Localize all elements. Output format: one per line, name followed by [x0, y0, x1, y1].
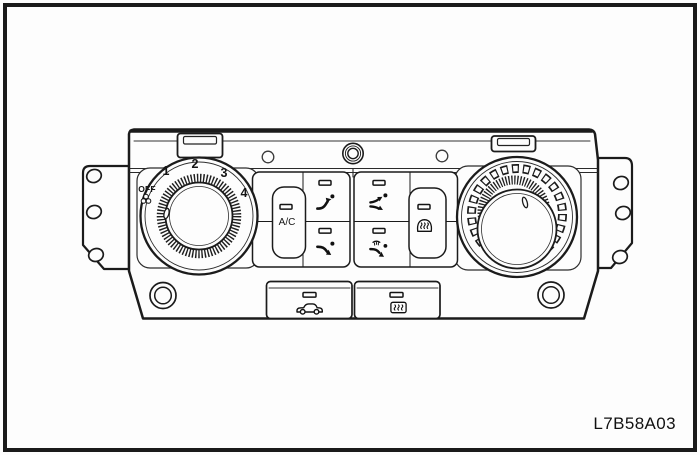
airflow-face-icon [316, 194, 335, 210]
front-defrost-icon [416, 219, 433, 232]
recirculation-car-icon [296, 303, 323, 315]
front-defrost-button [408, 187, 447, 259]
recirculation-indicator-lamp [302, 291, 317, 298]
fan-icon [140, 193, 152, 204]
fan-off-label: OFF [138, 183, 156, 194]
strip-hole-right [435, 149, 449, 163]
ac-button-label: A/C [278, 217, 296, 228]
temperature-knob [455, 155, 579, 279]
fan-speed-label-1: 1 [162, 163, 170, 178]
front-defrost-indicator-lamp [417, 203, 431, 210]
rear-defrost-icon [390, 301, 407, 314]
recirculation-button [265, 280, 353, 320]
knob-pointer-mark [521, 196, 529, 209]
center-bolt [341, 142, 364, 165]
figure-code-label: L7B58A03 [593, 414, 676, 433]
mode-indicator-lamps [318, 179, 386, 234]
strip-hole-left [261, 150, 275, 164]
rear-defrost-indicator-lamp [389, 291, 404, 298]
fan-speed-label-4: 4 [240, 185, 248, 200]
fan-speed-knob [139, 156, 259, 276]
screw-bosses [149, 281, 565, 310]
airflow-floor-icon [316, 241, 335, 255]
bracket-holes [85, 168, 632, 265]
fan-speed-label-2: 2 [191, 156, 199, 171]
airflow-floor-defrost-icon [369, 240, 388, 257]
ac-button [271, 186, 307, 259]
rear-defrost-button [353, 280, 441, 320]
knob-pointer-mark [163, 207, 170, 220]
ac-indicator-lamp [279, 203, 293, 210]
fan-knob-knurl [156, 173, 242, 259]
strip-holes [261, 142, 449, 165]
airflow-bilevel-icon [369, 193, 388, 210]
fan-speed-label-3: 3 [220, 165, 228, 180]
mode-button-cluster [251, 171, 459, 268]
